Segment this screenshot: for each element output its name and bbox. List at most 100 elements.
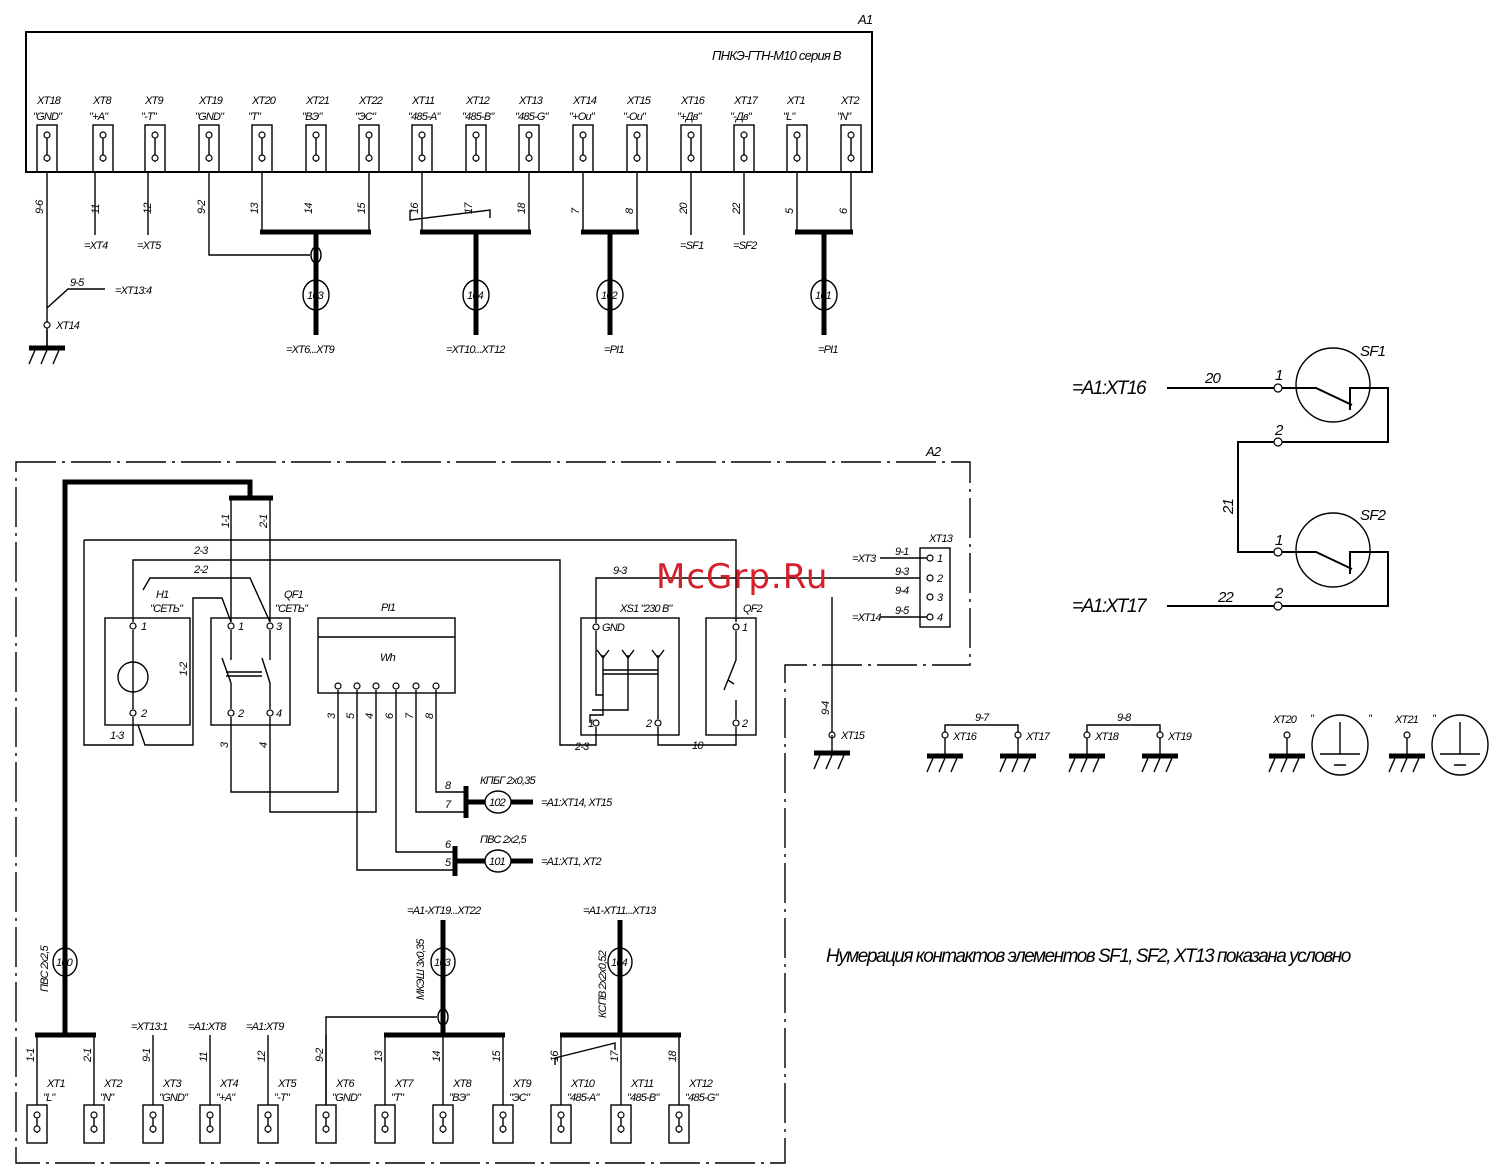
qf1-pin2: 2: [237, 708, 244, 720]
wire-number: 13: [373, 1050, 385, 1062]
cable-103-ref: =A1-XT19...XT22: [407, 905, 481, 917]
ref-xt5: =XT5: [137, 240, 162, 252]
cable-id: 102: [601, 290, 618, 302]
terminal-signal: "L": [43, 1092, 56, 1104]
terminal-pin: [579, 154, 587, 162]
ground-icon: [1388, 738, 1425, 773]
ground-terminal-pin: [1403, 731, 1411, 739]
terminal-name: XT12: [465, 95, 490, 107]
xt13-wire: 9-3: [895, 566, 910, 578]
terminal-pin: [525, 154, 533, 162]
terminal-name: XT3: [162, 1078, 182, 1090]
block-a2: A2 1-1 2-1 2-3 2-2 1-2 1-3 H1 "СЕТЬ" 1 2…: [15, 444, 971, 1164]
xs1-pin: [654, 719, 662, 727]
qf2-name: QF2: [743, 603, 763, 615]
wire-number: 16: [409, 202, 421, 214]
meter-output-wires: [356, 690, 466, 871]
terminal-name: XT1: [46, 1078, 65, 1090]
watermark: McGrp.Ru: [656, 557, 828, 597]
terminal-name: XT2: [840, 95, 859, 107]
cable-103-marker: [430, 947, 456, 977]
cable-id: 101: [815, 290, 832, 302]
sf2-pin2: 2: [1274, 585, 1284, 602]
terminal-pin: [557, 1125, 565, 1133]
a1-bus-drops: [261, 172, 852, 232]
xt13-wire: 9-1: [895, 546, 909, 558]
terminal-pin: [99, 131, 107, 139]
terminal-signal: "GND": [195, 111, 225, 123]
label-xt17: XT17: [1025, 731, 1051, 743]
terminal-signal: "+Дв": [677, 111, 703, 123]
terminal-box: [668, 1104, 690, 1144]
block-a1: A1 ПНКЭ-ГТН-М10 серия В XT18"GND"9-6XT8"…: [25, 12, 874, 365]
meter-output-wire: 6: [384, 712, 396, 719]
cable-103-marker: [302, 279, 330, 311]
wire-number: 2-1: [82, 1048, 94, 1063]
terminal-pin: [633, 131, 641, 139]
wire-4: 4: [258, 742, 270, 748]
terminal-box: [83, 1104, 105, 1144]
a2-twisted-pair-mark: [554, 1042, 616, 1065]
a2-terminal-xt1: [26, 1104, 48, 1144]
terminal-box: [550, 1104, 572, 1144]
terminal-pin: [322, 1111, 330, 1119]
qf1-pin3: 3: [276, 621, 283, 633]
qf1-name: QF1: [284, 589, 304, 601]
wire-1-2-path: [137, 597, 232, 746]
terminal-pin: [381, 1111, 389, 1119]
meter-pin: [334, 682, 342, 690]
cable-100-line: [62, 479, 253, 1035]
a1-terminal-xt22: [358, 124, 380, 173]
terminal-pin: [472, 154, 480, 162]
wire-9-4: 9-4: [820, 701, 832, 715]
terminal-pin: [740, 131, 748, 139]
wire-1-3: 1-3: [110, 730, 125, 742]
terminal-name: XT8: [92, 95, 112, 107]
terminal-pin: [33, 1125, 41, 1133]
terminal-signal: "485-B": [462, 111, 495, 123]
ground-hatch: [28, 349, 60, 365]
wire-number: 11: [198, 1051, 210, 1062]
terminal-box: [492, 1104, 514, 1144]
terminal-name: XT9: [512, 1078, 531, 1090]
xt13-pin-number: 3: [937, 592, 944, 604]
ground-hatch: [999, 757, 1031, 773]
terminal-pin: [43, 131, 51, 139]
terminal-box: [610, 1104, 632, 1144]
cable-101-id: 101: [489, 856, 506, 868]
cable-103-type: МКЭШ 3х0,35: [415, 938, 427, 1000]
terminal-name: XT13: [518, 95, 544, 107]
ground-terminal-pin: [1156, 731, 1164, 739]
qf1-pin: [266, 709, 274, 717]
sf-wiring: [1167, 387, 1389, 607]
sf2-ref: =A1:XT17: [1072, 596, 1148, 617]
label-xt18: XT18: [1094, 731, 1120, 743]
terminal-signal: "485-A": [408, 111, 441, 123]
wire-2-1: 2-1: [258, 514, 270, 529]
terminal-pin: [99, 154, 107, 162]
terminal-pin: [793, 154, 801, 162]
wire-number: 9-6: [34, 199, 46, 214]
protective-earth-icon: [1311, 714, 1369, 776]
terminal-pin: [687, 154, 695, 162]
a1-terminal-xt21: [305, 124, 327, 173]
ground-terminal-pin: [1283, 731, 1291, 739]
xs1-pin: [592, 719, 600, 727]
wire-3: 3: [219, 741, 231, 748]
terminal-signal: "-T": [274, 1092, 291, 1104]
terminal-ref: =A1:XT8: [188, 1021, 227, 1033]
terminal-pin: [617, 1125, 625, 1133]
terminal-name: XT22: [358, 95, 383, 107]
ground-hatch: [1068, 757, 1100, 773]
meter-pin: [353, 682, 361, 690]
terminal-pin: [205, 131, 213, 139]
xt13-pin: [926, 613, 934, 621]
wire-2-2-path: [132, 559, 597, 746]
terminal-box: [257, 1104, 279, 1144]
ground-hatch: [813, 754, 845, 770]
sf1-pin1: 1: [1275, 367, 1283, 384]
a1-terminal-xt2: [840, 124, 862, 173]
terminal-signal: "485-A": [567, 1092, 600, 1104]
wire-22: 22: [1217, 589, 1235, 606]
wire-number: 18: [516, 202, 528, 214]
